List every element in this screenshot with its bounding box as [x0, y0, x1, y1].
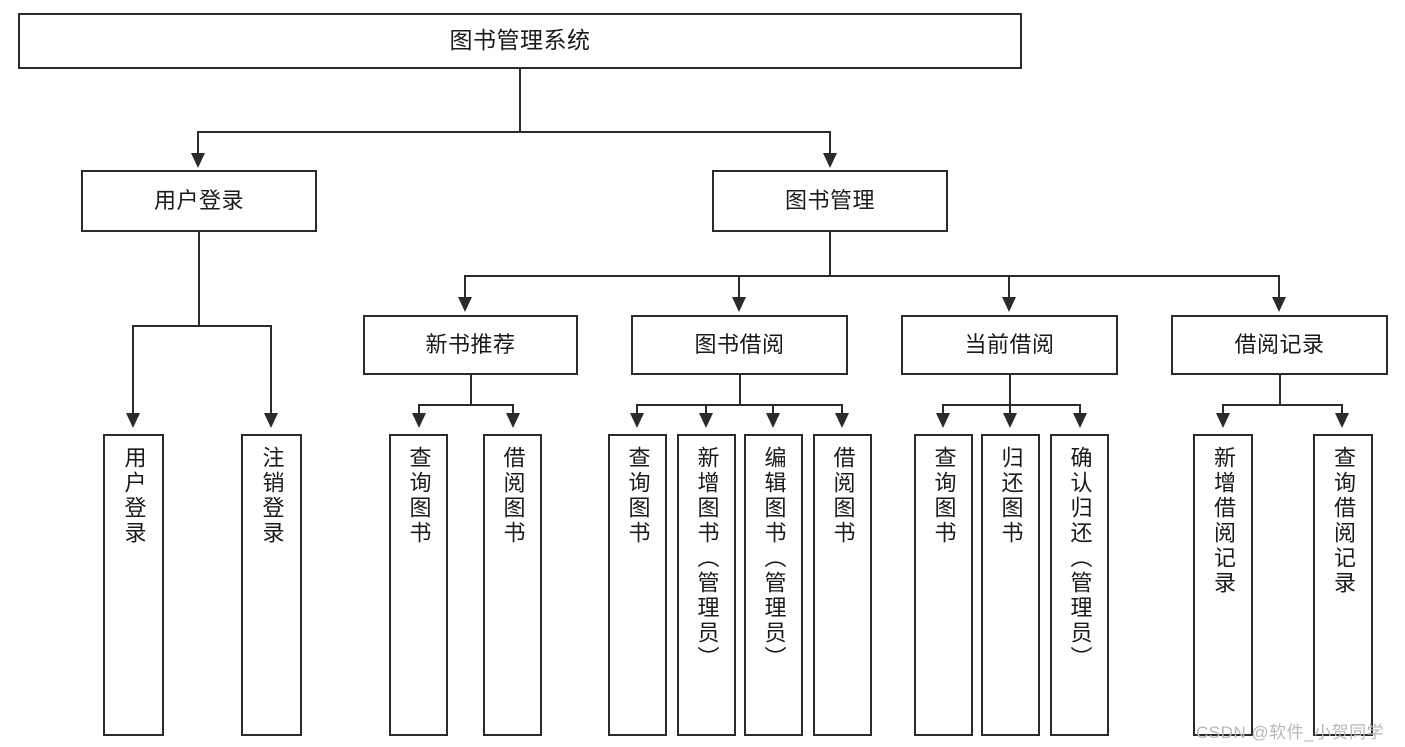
leaf-return-book[interactable]: 归还图书 — [981, 434, 1040, 736]
leaf-label: 借阅图书 — [500, 446, 526, 546]
node-label: 当前借阅 — [964, 331, 1055, 357]
connector-drop-leaf-return-book — [1009, 404, 1011, 415]
leaf-label: 归还图书 — [998, 446, 1024, 546]
connector-drop-leaf-query-book-2 — [636, 404, 638, 415]
leaf-label: 借阅图书 — [830, 446, 856, 546]
arrowhead-leaf-add-record — [1216, 413, 1230, 428]
node-book-borrow[interactable]: 图书借阅 — [631, 315, 848, 375]
connector-drop-leaf-query-record — [1341, 404, 1343, 415]
leaf-borrow-book[interactable]: 借阅图书 — [813, 434, 872, 736]
leaf-label: 查询图书 — [406, 446, 432, 546]
connector-drop-leaf-logout — [270, 325, 272, 415]
connector-new-book-recommend-stem — [470, 375, 472, 405]
node-label: 图书管理系统 — [449, 27, 591, 54]
connector-drop-leaf-edit-book — [772, 404, 774, 415]
connector-drop-leaf-borrow-book-2 — [841, 404, 843, 415]
arrowhead-user-login — [191, 153, 205, 168]
leaf-label: 查询图书 — [625, 446, 651, 546]
arrowhead-leaf-logout — [264, 413, 278, 428]
arrowhead-leaf-confirm-return — [1073, 413, 1087, 428]
connector-current-borrow-stem — [1009, 375, 1011, 405]
node-borrow-record[interactable]: 借阅记录 — [1171, 315, 1388, 375]
leaf-label: 新增借阅记录 — [1211, 446, 1236, 596]
connector-book-manage-stem — [829, 232, 831, 276]
arrowhead-leaf-query-record — [1335, 413, 1349, 428]
leaf-label: 新增图书（管理员） — [694, 446, 720, 671]
connector-drop-user-login — [197, 131, 199, 155]
leaf-add-borrow-record[interactable]: 新增借阅记录 — [1193, 434, 1253, 736]
connector-drop-leaf-query-book-3 — [942, 404, 944, 415]
arrowhead-leaf-return-book — [1003, 413, 1017, 428]
arrowhead-leaf-borrow-book-1 — [506, 413, 520, 428]
connector-drop-book-manage — [829, 131, 831, 155]
connector-user-login-bus — [132, 325, 271, 327]
watermark-text: CSDN @软件_小贺同学 — [1196, 723, 1385, 742]
arrowhead-new-book-recommend — [458, 297, 472, 312]
leaf-query-borrow-record[interactable]: 查询借阅记录 — [1313, 434, 1373, 736]
arrowhead-current-borrow — [1002, 297, 1016, 312]
node-label: 用户登录 — [153, 187, 244, 213]
leaf-label: 编辑图书（管理员） — [761, 446, 787, 671]
arrowhead-leaf-query-book-3 — [936, 413, 950, 428]
connector-drop-leaf-query-book-1 — [418, 404, 420, 415]
node-root-system[interactable]: 图书管理系统 — [18, 13, 1022, 69]
connector-book-borrow-stem — [739, 375, 741, 405]
leaf-query-book-recommend[interactable]: 查询图书 — [389, 434, 448, 736]
arrowhead-book-manage — [823, 153, 837, 168]
leaf-label: 用户登录 — [121, 446, 147, 546]
leaf-confirm-return[interactable]: 确认归还（管理员） — [1050, 434, 1109, 736]
leaf-user-login[interactable]: 用户登录 — [103, 434, 164, 736]
arrowhead-leaf-add-book — [699, 413, 713, 428]
node-label: 新书推荐 — [425, 331, 516, 357]
connector-drop-leaf-borrow-book-1 — [512, 404, 514, 415]
arrowhead-borrow-record — [1272, 297, 1286, 312]
connector-drop-new-book-recommend — [464, 275, 466, 299]
node-label: 图书管理 — [784, 187, 875, 213]
connector-drop-leaf-user-login — [132, 325, 134, 415]
node-book-manage[interactable]: 图书管理 — [712, 170, 948, 232]
leaf-label: 查询图书 — [931, 446, 957, 546]
leaf-add-book[interactable]: 新增图书（管理员） — [677, 434, 736, 736]
connector-book-manage-bus — [464, 275, 1280, 277]
arrowhead-leaf-user-login — [126, 413, 140, 428]
leaf-query-book-borrow[interactable]: 查询图书 — [608, 434, 667, 736]
leaf-logout[interactable]: 注销登录 — [241, 434, 302, 736]
connector-borrow-record-bus — [1222, 404, 1342, 406]
connector-drop-book-borrow — [738, 275, 740, 299]
leaf-label: 注销登录 — [259, 446, 285, 546]
arrowhead-leaf-borrow-book-2 — [835, 413, 849, 428]
arrowhead-leaf-query-book-1 — [412, 413, 426, 428]
leaf-edit-book[interactable]: 编辑图书（管理员） — [744, 434, 803, 736]
node-current-borrow[interactable]: 当前借阅 — [901, 315, 1118, 375]
connector-drop-borrow-record — [1278, 275, 1280, 299]
connector-root-stem — [519, 69, 521, 132]
connector-drop-leaf-add-record — [1222, 404, 1224, 415]
arrowhead-leaf-query-book-2 — [630, 413, 644, 428]
connector-current-borrow-bus — [942, 404, 1081, 406]
connector-book-borrow-bus — [636, 404, 843, 406]
leaf-query-book-current[interactable]: 查询图书 — [914, 434, 973, 736]
leaf-label: 确认归还（管理员） — [1067, 446, 1093, 671]
leaf-label: 查询借阅记录 — [1331, 446, 1356, 596]
connector-root-bus — [197, 131, 831, 133]
node-label: 图书借阅 — [694, 331, 785, 357]
connector-drop-leaf-confirm-return — [1079, 404, 1081, 415]
node-new-book-recommend[interactable]: 新书推荐 — [363, 315, 578, 375]
arrowhead-leaf-edit-book — [766, 413, 780, 428]
connector-drop-leaf-add-book — [705, 404, 707, 415]
connector-new-book-recommend-bus — [418, 404, 514, 406]
node-user-login[interactable]: 用户登录 — [81, 170, 317, 232]
connector-drop-current-borrow — [1008, 275, 1010, 299]
leaf-borrow-book-recommend[interactable]: 借阅图书 — [483, 434, 542, 736]
node-label: 借阅记录 — [1234, 331, 1325, 357]
connector-borrow-record-stem — [1279, 375, 1281, 405]
connector-user-login-stem — [198, 232, 200, 326]
arrowhead-book-borrow — [732, 297, 746, 312]
